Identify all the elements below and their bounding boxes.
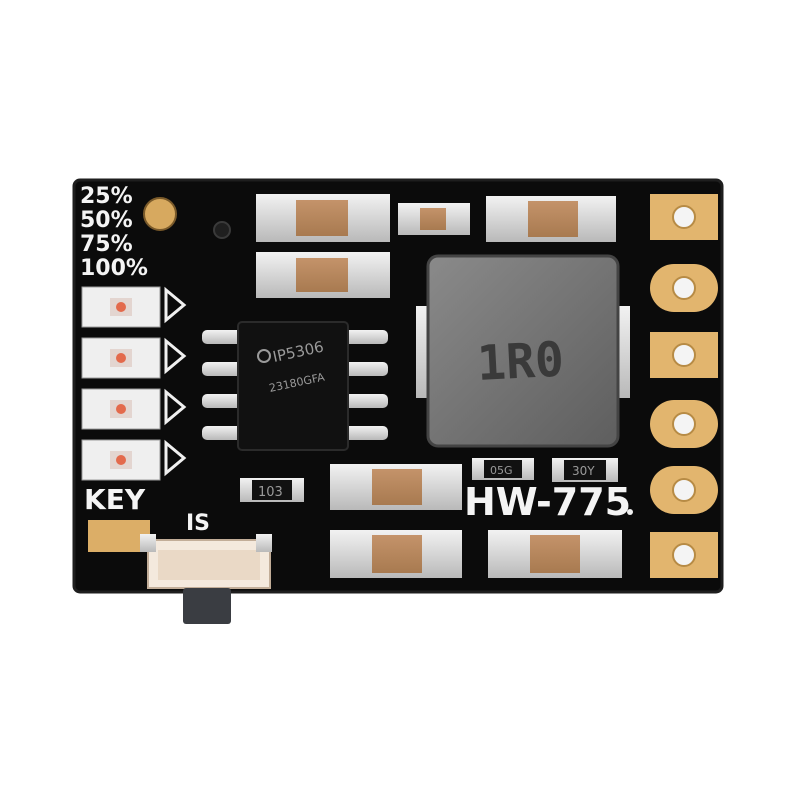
output-pad-6 [650, 532, 718, 578]
capacitor-top-2 [256, 252, 390, 298]
output-pad-2 [650, 264, 718, 312]
slide-switch [140, 534, 272, 589]
label-75: 75% [80, 232, 133, 257]
ic-pins-left [202, 330, 244, 440]
led-arrow-1 [164, 286, 187, 324]
via-hole [213, 221, 231, 239]
led-arrow-3 [164, 388, 187, 426]
output-pad-5 [650, 466, 718, 514]
capacitor-top-3 [486, 196, 616, 242]
ic-chip [237, 321, 349, 451]
label-50: 50% [80, 208, 133, 233]
capacitor-top-1 [256, 194, 390, 242]
model-label: HW-775 [464, 480, 631, 524]
capacitor-bottom-1 [330, 464, 462, 510]
switch-mark: IS [186, 511, 210, 536]
output-pad-1 [650, 194, 718, 240]
inductor-marking: 1R0 [476, 332, 566, 392]
output-pad-3 [650, 332, 718, 378]
led-3 [81, 388, 161, 430]
led-4 [81, 439, 161, 481]
capacitor-bottom-2 [330, 530, 462, 578]
led-arrow-2 [164, 337, 187, 375]
ic-logo [257, 349, 271, 363]
test-pad [143, 197, 177, 231]
capacitor-bottom-3 [488, 530, 622, 578]
resistor-103 [240, 478, 304, 502]
key-pad [88, 520, 150, 552]
output-pad-4 [650, 400, 718, 448]
led-1 [81, 286, 161, 328]
ic-pins-right [342, 330, 388, 440]
inductor [426, 254, 620, 448]
led-2 [81, 337, 161, 379]
pcb-board-edge [72, 178, 724, 594]
resistor-05g [472, 458, 534, 480]
label-100: 100% [80, 256, 148, 281]
key-label: KEY [84, 483, 146, 516]
led-arrow-4 [164, 439, 187, 477]
model-dot [627, 509, 633, 515]
label-25: 25% [80, 184, 133, 209]
resistor-05g-code: 05G [490, 464, 513, 477]
switch-knob [183, 588, 231, 624]
resistor-30y-code: 30Y [572, 464, 595, 478]
resistor-30y [552, 458, 618, 482]
resistor-top [398, 203, 470, 235]
resistor-103-code: 103 [258, 485, 283, 500]
